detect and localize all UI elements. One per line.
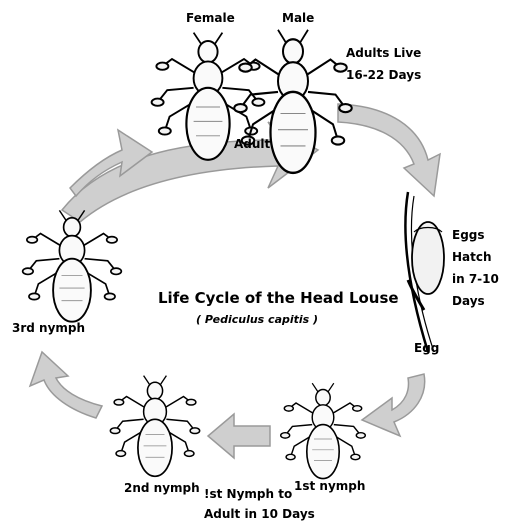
male-label: Male: [282, 10, 314, 26]
cycle-arrows: [30, 104, 440, 458]
arrow-adult-to-egg: [338, 104, 440, 196]
diagram-title: Life Cycle of the Head Louse: [158, 290, 399, 306]
female-label: Female: [186, 10, 235, 26]
nymph3-drawing: [23, 210, 122, 321]
eggs-hatch-line-3: Days: [452, 290, 506, 312]
arrow-egg-to-nymph1: [362, 374, 425, 436]
egg-label: Egg: [414, 340, 439, 356]
eggs-hatch-note: Eggs Hatch in 7-10 Days: [452, 224, 506, 312]
diagram-subtitle: ( Pediculus capitis ): [196, 312, 318, 328]
nymph-to-adult-line-2: Adult in 10 Days: [204, 504, 315, 524]
adult-label: Adult: [234, 136, 270, 152]
eggs-hatch-line-1: Eggs Hatch: [452, 224, 506, 268]
nymph-to-adult-line-1: !st Nymph to: [204, 484, 315, 504]
arrow-nymph1-to-nymph2: [208, 414, 270, 458]
nymph2-label: 2nd nymph: [124, 480, 200, 496]
adults-live-note: Adults Live 16-22 Days: [346, 42, 421, 86]
adults-live-line-1: Adults Live: [346, 42, 421, 64]
nymph2-drawing: [110, 376, 199, 477]
arrow-nymph2-to-nymph3: [30, 352, 102, 418]
adults-live-line-2: 16-22 Days: [346, 64, 421, 86]
egg-drawing: [405, 192, 444, 352]
nymph-to-adult-note: !st Nymph to Adult in 10 Days: [204, 484, 315, 524]
nymph1-drawing: [281, 383, 366, 478]
nymph3-label: 3rd nymph: [12, 320, 85, 336]
eggs-hatch-line-2: in 7-10: [452, 268, 506, 290]
